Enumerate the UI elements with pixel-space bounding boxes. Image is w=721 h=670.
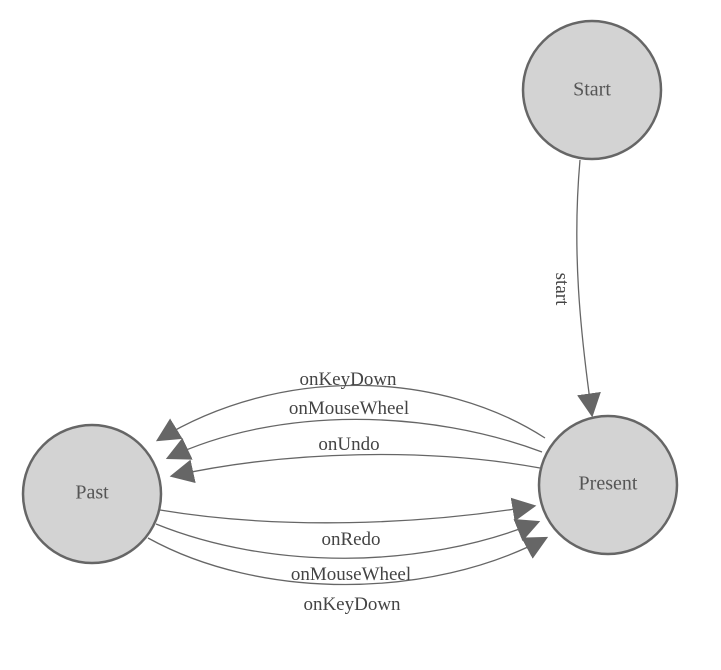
node-start-label: Start [573,79,611,101]
edge-label-past-mousewheel: onMouseWheel [289,398,409,419]
edge-present-to-past-keydown [155,384,546,442]
edge-label-redo: onRedo [321,529,380,550]
node-present-label: Present [579,473,638,495]
edge-label-start: start [551,273,572,306]
node-past-label: Past [75,482,109,504]
edge-present-to-past-mousewheel [165,418,543,460]
node-present-circle [537,414,679,556]
node-present[interactable]: Present [537,414,679,556]
edge-label-undo: onUndo [318,434,379,455]
node-start[interactable]: Start [521,19,663,161]
node-past[interactable]: Past [21,423,163,565]
edge-start-to-present [576,159,601,418]
edge-label-future-mousewheel: onMouseWheel [291,564,411,585]
edge-label-past-keydown: onKeyDown [299,369,397,390]
edge-past-to-present-redo [159,497,537,524]
edge-present-to-past-undo [169,453,541,484]
edge-label-future-keydown: onKeyDown [303,594,401,615]
edges [147,159,601,586]
edge-labels: start onKeyDown onMouseWheel onUndo onRe… [289,273,572,615]
edge-past-to-present-mousewheel [155,519,541,559]
edge-past-to-present-keydown [147,536,549,586]
node-past-circle [21,423,163,565]
node-start-circle [521,19,663,161]
